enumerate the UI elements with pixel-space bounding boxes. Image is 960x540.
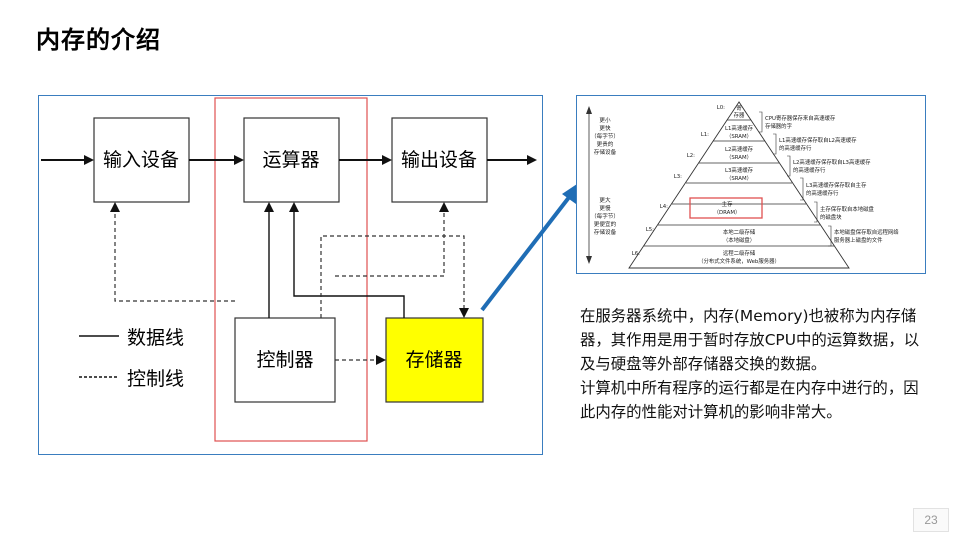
axis-top-5: 存储设备 xyxy=(594,148,617,156)
control-line-input xyxy=(110,202,235,302)
input-device-box xyxy=(93,117,190,203)
note-5-line-2: 服务器上磁盘的文件 xyxy=(834,236,883,244)
level-3-label-2: （SRAM） xyxy=(726,175,752,182)
level-3-label-1: L3高速缓存 xyxy=(725,166,754,174)
note-4-line-2: 的磁盘块 xyxy=(820,213,842,221)
level-4-id: L4: xyxy=(660,204,668,210)
main-memory-highlight xyxy=(689,197,763,219)
level-3-id: L3: xyxy=(674,174,682,180)
level-6-id: L6: xyxy=(632,251,640,257)
highlight-frame xyxy=(214,97,368,442)
level-5-label-2: （本地磁盘） xyxy=(723,236,755,244)
note-1-line-1: L1高速缓存保存取自L2高速缓存 xyxy=(779,136,857,144)
alu-label: 运算器 xyxy=(262,149,319,171)
description-paragraph-2: 计算机中所有程序的运行都是在内存中进行的，因此内存的性能对计算机的影响非常大。 xyxy=(580,379,919,421)
slide-title: 内存的介绍 xyxy=(36,26,161,54)
pointer-arrow xyxy=(480,182,580,312)
level-4-label-1: 主存 xyxy=(722,200,733,208)
data-line-memory-alu xyxy=(289,202,405,318)
architecture-diagram: 输入设备 运算器 输出设备 控制器 存储器 数据线 控制线 xyxy=(38,95,543,455)
level-2-id: L2: xyxy=(687,153,695,159)
note-0-line-2: 存储器的字 xyxy=(765,122,792,130)
level-1-label-1: L1高速缓存 xyxy=(725,124,754,132)
axis-bottom-3: （每字节） xyxy=(591,212,619,220)
controller-box xyxy=(234,317,336,403)
memory-label: 存储器 xyxy=(405,349,462,371)
memory-box xyxy=(385,317,484,403)
axis-bottom-5: 存储设备 xyxy=(594,228,617,236)
axis-top-4: 更贵的 xyxy=(597,140,614,148)
note-0-line-1: CPU寄存器保存来自高速缓存 xyxy=(765,114,836,122)
level-6-label-2: （分布式文件系统，Web服务器） xyxy=(698,257,780,265)
pyramid-svg: 更小 更快 （每字节） 更贵的 存储设备 更大 更慢 （每字节） 更便宜的 存储… xyxy=(586,101,899,269)
level-6-label-1: 远程二级存储 xyxy=(723,249,756,257)
level-4-label-2: （DRAM） xyxy=(714,209,741,216)
controller-label: 控制器 xyxy=(256,349,313,371)
level-5-id: L5: xyxy=(646,227,654,233)
level-2-label-1: L2高速缓存 xyxy=(725,145,754,153)
note-5-line-1: 本地磁盘保存取自远程网络 xyxy=(834,228,899,236)
axis-top-1: 更小 xyxy=(599,116,611,124)
level-1-id: L1: xyxy=(701,132,709,138)
note-1-line-2: 的高速缓存行 xyxy=(779,144,812,152)
output-device-label: 输出设备 xyxy=(401,149,477,171)
page-number: 23 xyxy=(913,508,949,532)
axis-bottom-1: 更大 xyxy=(599,196,611,204)
legend-control-line-label: 控制线 xyxy=(127,368,184,390)
description-paragraph-1: 在服务器系统中，内存(Memory)也被称为内存储器，其作用是用于暂时存放CPU… xyxy=(580,307,920,373)
axis-bottom-2: 更慢 xyxy=(599,204,611,212)
alu-box xyxy=(243,117,340,203)
control-line-memory xyxy=(320,235,469,318)
level-0-label-2: 存器 xyxy=(734,111,745,119)
note-3-line-2: 的高速缓存行 xyxy=(806,189,839,197)
memory-hierarchy-pyramid: 更小 更快 （每字节） 更贵的 存储设备 更大 更慢 （每字节） 更便宜的 存储… xyxy=(576,95,926,274)
input-device-label: 输入设备 xyxy=(103,149,179,171)
note-2-line-1: L2高速缓存保存取自L3高速缓存 xyxy=(793,158,871,166)
level-1-label-2: （SRAM） xyxy=(726,133,752,140)
legend-data-line-label: 数据线 xyxy=(127,327,184,349)
level-0-id: L0: xyxy=(717,105,725,111)
note-3-line-1: L3高速缓存保存取自主存 xyxy=(806,181,867,189)
level-0-label-1: 寄 xyxy=(736,104,742,112)
memory-description: 在服务器系统中，内存(Memory)也被称为内存储器，其作用是用于暂时存放CPU… xyxy=(580,304,925,424)
axis-top-2: 更快 xyxy=(599,124,611,132)
architecture-svg: 输入设备 运算器 输出设备 控制器 存储器 数据线 控制线 xyxy=(41,97,537,442)
axis-top-3: （每字节） xyxy=(591,132,619,140)
pyramid-outline xyxy=(628,101,850,269)
axis-bottom-4: 更便宜的 xyxy=(594,220,617,228)
level-5-label-1: 本地二级存储 xyxy=(723,228,756,236)
level-2-label-2: （SRAM） xyxy=(726,154,752,161)
control-line-output xyxy=(335,202,449,277)
note-4-line-1: 主存保存取自本地磁盘 xyxy=(820,205,875,213)
note-2-line-2: 的高速缓存行 xyxy=(793,166,826,174)
